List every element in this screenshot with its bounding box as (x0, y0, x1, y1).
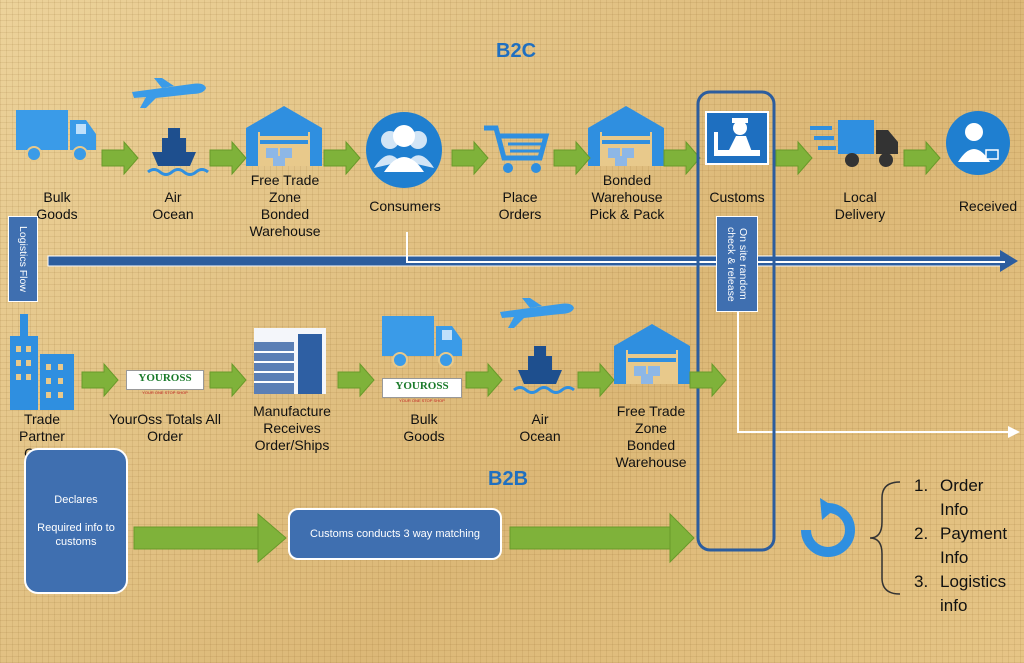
info-item-logistics: 3. Logistics info (914, 570, 1022, 618)
logistics-flow-label: Logistics Flow (8, 216, 38, 302)
ship-icon (146, 126, 210, 176)
label-local-delivery: Local Delivery (834, 189, 886, 222)
cycle-icon (801, 498, 855, 557)
youross-logo: YOUROSS YOUR ONE STOP SHOP (126, 370, 204, 395)
b2c-arrow-8 (903, 141, 941, 175)
b2c-arrow-2 (209, 141, 247, 175)
bulk-goods-truck-icon (15, 109, 97, 162)
b2c-title: B2C (496, 40, 537, 62)
label-air-ocean: Air Ocean (152, 189, 194, 222)
label-bonded-pick-pack: Bonded Warehouse Pick & Pack (589, 172, 665, 222)
youross-logo-2: YOUROSS YOUR ONE STOP SHOP (382, 378, 462, 403)
info-num: 2. (914, 524, 929, 543)
info-text: Order Info (940, 476, 984, 519)
b2b-title: B2B (488, 468, 529, 490)
info-list: 1. Order Info 2. Payment Info 3. Logisti… (914, 474, 1022, 618)
label-manufacture: Manufacture Receives Order/Ships (253, 403, 331, 453)
info-item-order: 1. Order Info (914, 474, 1022, 522)
label-b2b-ftz-warehouse: Free Trade Zone Bonded Warehouse (615, 403, 687, 470)
manufacture-building-icon (254, 328, 326, 394)
matching-box: Customs conducts 3 way matching (288, 508, 502, 560)
brace (869, 481, 901, 595)
b2b-arrow-3 (337, 363, 375, 397)
customs-release-line (737, 312, 1012, 433)
consumer-flow-line (406, 232, 1005, 263)
matching-to-customs-arrow (509, 512, 695, 564)
b2b-arrow-2 (209, 363, 247, 397)
youross-logo-text: YOUROSS (138, 372, 192, 384)
local-delivery-truck-icon (810, 120, 898, 167)
b2b-ftz-warehouse-icon (614, 324, 690, 384)
youross-logo-sub-2: YOUR ONE STOP SHOP (399, 398, 445, 403)
label-customs: Customs (709, 189, 765, 205)
youross-logo-sub: YOUR ONE STOP SHOP (142, 390, 188, 395)
declares-box: Declares Required info to customs (24, 448, 128, 594)
label-ftz-warehouse: Free Trade Zone Bonded Warehouse (249, 172, 321, 239)
airplane-icon (132, 78, 206, 108)
b2c-arrow-6 (663, 141, 701, 175)
b2b-arrow-1 (81, 363, 119, 397)
buildings-icon (10, 314, 74, 410)
b2b-arrow-6 (689, 363, 727, 397)
declare-to-matching-arrow (133, 512, 287, 564)
label-consumers: Consumers (369, 198, 441, 214)
b2b-airplane-icon (500, 298, 574, 328)
customs-outline (696, 90, 776, 552)
info-num: 3. (914, 572, 929, 591)
customs-officer-icon (705, 111, 769, 165)
b2c-arrow-4 (451, 141, 489, 175)
label-b2b-bulk-goods: Bulk Goods (403, 411, 445, 444)
label-place-orders: Place Orders (498, 189, 542, 222)
label-b2b-air-ocean: Air Ocean (519, 411, 561, 444)
ftz-warehouse-icon (246, 106, 322, 166)
label-bulk-goods: Bulk Goods (36, 189, 78, 222)
onsite-check-label: On site random check & release (716, 216, 758, 312)
b2c-arrow-5 (553, 141, 591, 175)
received-icon (946, 111, 1010, 175)
label-received: Received (958, 198, 1018, 214)
info-item-payment: 2. Payment Info (914, 522, 1022, 570)
youross-logo-text-2: YOUROSS (395, 380, 449, 392)
b2b-ship-icon (512, 344, 576, 394)
b2b-bulk-goods-truck-icon (381, 315, 463, 368)
b2c-arrow-3 (323, 141, 361, 175)
label-youross-totals: YourOss Totals All Order (108, 411, 222, 444)
shopping-cart-icon (484, 125, 550, 173)
b2b-arrow-5 (577, 363, 615, 397)
b2c-arrow-7 (775, 141, 813, 175)
consumers-icon (366, 112, 442, 188)
info-num: 1. (914, 476, 929, 495)
info-text: Payment Info (940, 524, 1008, 567)
info-text: Logistics info (940, 572, 1007, 615)
b2c-arrow-1 (101, 141, 139, 175)
b2b-arrow-4 (465, 363, 503, 397)
bonded-warehouse-icon (588, 106, 664, 166)
